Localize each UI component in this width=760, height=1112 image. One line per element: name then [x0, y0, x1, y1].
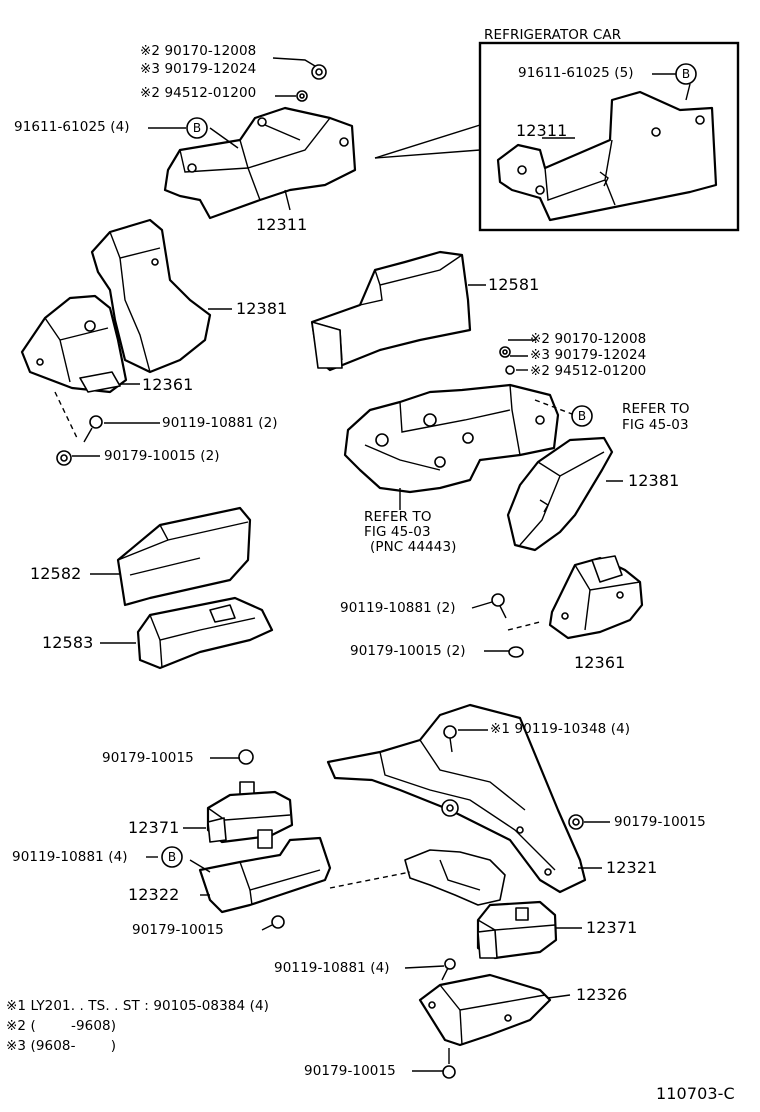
label-bolt-b-rear: 90119-10881 (4) [12, 849, 128, 865]
rear-right-bracket-drawing [418, 958, 552, 1079]
label-pad-12583: 12583 [42, 633, 94, 652]
label-ref-bracket: 12311 [516, 121, 568, 140]
b-marker-ref: B [675, 63, 697, 85]
label-refer-right-2: FIG 45-03 [622, 417, 689, 433]
label-bracket-top: 12311 [256, 215, 308, 234]
footnote-1: ※1 LY201. . TS. . ST : 90105-08384 (4) [6, 998, 270, 1014]
b-marker-mid: B [571, 405, 593, 427]
svg-text:B: B [578, 409, 586, 423]
label-bracket-rear-right: 12326 [576, 985, 628, 1004]
rear-right-mount-drawing [443, 725, 584, 960]
insulator-12381-left-drawing [90, 218, 212, 374]
label-mid-note1: ※2 90170-12008 [530, 331, 647, 347]
label-pad-12582: 12582 [30, 564, 82, 583]
pad-12582-drawing [116, 506, 252, 607]
label-nut-rear-right: 90179-10015 [614, 814, 706, 830]
rear-left-mount-drawing [206, 749, 294, 849]
label-bolt-rear-bottom: 90119-10881 (4) [274, 960, 390, 976]
cover-12581-drawing [310, 250, 472, 372]
svg-text:B: B [193, 121, 201, 135]
label-top-note1: ※2 90170-12008 [140, 43, 257, 59]
label-mount-rear-left: 12371 [128, 818, 180, 837]
label-ref-bolt-b: 91611-61025 (5) [518, 65, 634, 81]
label-insulator-right: 12381 [628, 471, 680, 490]
label-nut-right: 90179-10015 (2) [350, 643, 466, 659]
footnote-2: ※2 ( -9608) [6, 1018, 117, 1034]
left-bolt-nut-drawing [54, 391, 103, 466]
label-bracket-rear-left: 12322 [128, 885, 180, 904]
refrigerator-car-box [478, 41, 740, 232]
label-bolt-right: 90119-10881 (2) [340, 600, 456, 616]
label-nut-rear-bottom: 90179-10015 [304, 1063, 396, 1079]
footnote-3: ※3 (9608- ) [6, 1038, 117, 1054]
label-top-note2: ※3 90179-12024 [140, 61, 257, 77]
insulator-12381-right-drawing [506, 436, 614, 552]
top-fastener-drawing [272, 57, 327, 102]
crossmember-12321-drawing [326, 703, 587, 906]
label-insulator-left: 12381 [236, 299, 288, 318]
label-top-note3: ※2 94512-01200 [140, 85, 257, 101]
label-refer-mid-3: (PNC 44443) [370, 539, 457, 555]
label-crossmember: 12321 [606, 858, 658, 877]
leader-lines [72, 73, 691, 1072]
label-mid-note3: ※2 94512-01200 [530, 363, 647, 379]
label-mid-note2: ※3 90179-12024 [530, 347, 647, 363]
b-marker-rear: B [161, 846, 183, 868]
label-refer-right-1: REFER TO [622, 401, 690, 417]
label-nut-rear-left: 90179-10015 [102, 750, 194, 766]
bracket-12311-drawing [163, 106, 357, 220]
engine-bracket-mid-drawing [343, 346, 573, 510]
label-mount-right: 12361 [574, 653, 626, 672]
label-refer-mid-1: REFER TO [364, 509, 432, 525]
figure-code: 110703-C [656, 1084, 735, 1103]
label-mount-rear-right: 12371 [586, 918, 638, 937]
label-cover-12581: 12581 [488, 275, 540, 294]
svg-text:B: B [682, 67, 690, 81]
ref-bracket-drawing [496, 90, 718, 222]
mount-12361-left-drawing [20, 294, 128, 394]
refrigerator-car-title: REFRIGERATOR CAR [484, 27, 622, 43]
label-mount-left: 12361 [142, 375, 194, 394]
mount-12361-right-drawing [491, 555, 644, 658]
b-marker-left: B [186, 117, 208, 139]
rear-left-bracket-drawing [189, 836, 332, 929]
svg-text:B: B [168, 850, 176, 864]
label-refer-mid-2: FIG 45-03 [364, 524, 431, 540]
label-bolt-rear-top: ※1 90119-10348 (4) [490, 721, 631, 737]
label-bolt-b-left: 91611-61025 (4) [14, 119, 130, 135]
label-nut-rear-left-bottom: 90179-10015 [132, 922, 224, 938]
label-nut-left: 90179-10015 (2) [104, 448, 220, 464]
pad-12583-drawing [136, 596, 274, 670]
refrigerator-box-pointer [374, 124, 481, 159]
label-bolt-left: 90119-10881 (2) [162, 415, 278, 431]
